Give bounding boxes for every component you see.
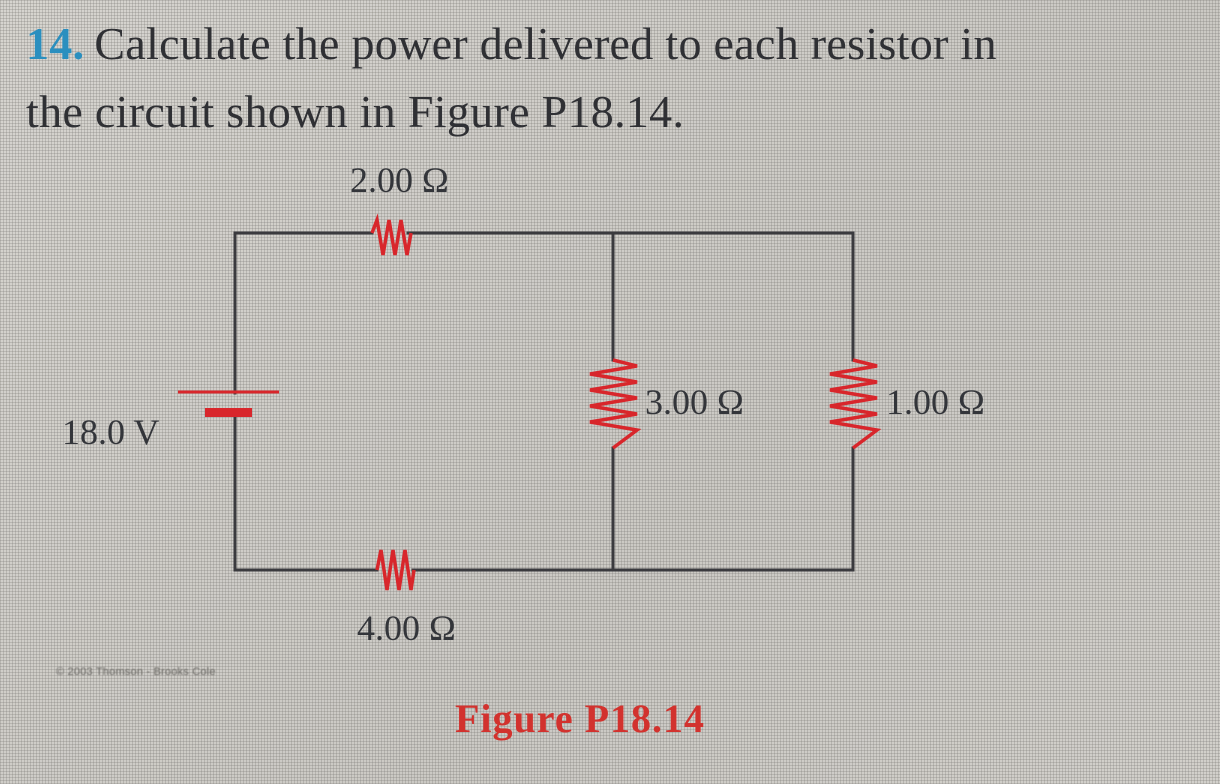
- problem-line-1: 14.Calculate the power delivered to each…: [26, 10, 1206, 78]
- problem-text-1: Calculate the power delivered to each re…: [94, 18, 997, 69]
- figure-caption: Figure P18.14: [455, 696, 706, 741]
- resistor-2ohm-zigzag: [370, 213, 413, 256]
- resistor-4ohm-label: 4.00 Ω: [357, 608, 456, 648]
- resistor-1ohm-zigzag: [829, 358, 882, 450]
- resistor-3ohm-zigzag: [589, 358, 642, 450]
- resistor-4ohm-zigzag: [375, 549, 416, 591]
- resistor-1ohm-label: 1.00 Ω: [886, 382, 985, 422]
- resistor-3ohm-label: 3.00 Ω: [645, 382, 744, 422]
- copyright-notice: © 2003 Thomson - Brooks Cole: [56, 666, 216, 678]
- wire-bottom-left: [233, 410, 379, 572]
- wire-top-left: [233, 231, 374, 395]
- problem-line-2: the circuit shown in Figure P18.14.: [26, 86, 685, 137]
- resistor-2ohm-label: 2.00 Ω: [350, 160, 449, 200]
- battery-negative-plate: [205, 408, 252, 417]
- problem-statement: 14.Calculate the power delivered to each…: [26, 10, 1206, 146]
- battery-label: 18.0 V: [62, 412, 160, 452]
- problem-number: 14.: [26, 18, 85, 69]
- battery-symbol: [178, 390, 279, 417]
